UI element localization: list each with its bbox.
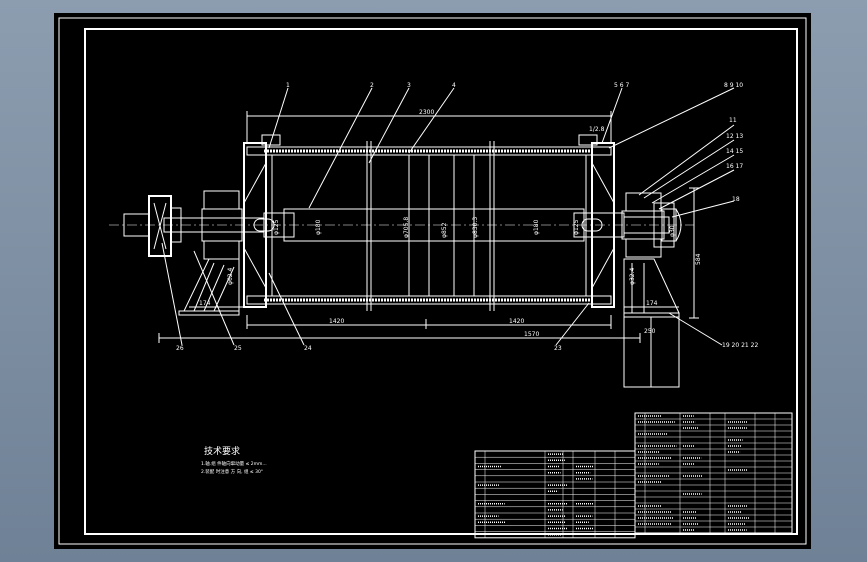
dim-end-right: φ30 <box>669 225 676 237</box>
part-number: 25 <box>234 345 242 352</box>
drum-shell <box>247 141 611 311</box>
dim-drum-1: φ705.8 <box>403 217 410 238</box>
dim-base: 250 <box>644 328 656 335</box>
left-coupling <box>124 196 181 256</box>
dim-hub-left: φ62.4 <box>227 268 234 286</box>
part-number: 24 <box>304 345 312 352</box>
dim-bore-left: φ125 <box>273 219 280 235</box>
technical-notes: 技术要求 1.轴.组 件轴向窜动量 ≤ 2mm... 2.装配 时注意 方 向,… <box>201 445 267 475</box>
part-number: 12 13 <box>726 133 743 140</box>
notes-line-2: 2.装配 时注意 方 向, 组 ≤ 30° <box>201 468 263 475</box>
bom-table-upper <box>635 413 792 533</box>
notes-line-1: 1.轴.组 件轴向窜动量 ≤ 2mm... <box>201 460 267 467</box>
inner-frame <box>85 29 797 534</box>
right-bearing <box>622 193 679 387</box>
assembly-drawing: 1 2 3 4 5 6 7 8 9 10 11 12 13 14 15 16 1… <box>54 13 811 549</box>
drawing-sheet: 1 2 3 4 5 6 7 8 9 10 11 12 13 14 15 16 1… <box>54 13 811 549</box>
dim-shaft-left: φ180 <box>315 219 322 235</box>
dim-drum-3: φ830.3 <box>472 217 479 238</box>
dim-top-right: 1/2.8 <box>589 126 605 133</box>
dim-drum-2: φ852 <box>441 222 448 238</box>
dim-bearing-span: 1570 <box>524 331 539 338</box>
part-number: 8 9 10 <box>724 82 743 89</box>
left-bearing <box>179 191 242 315</box>
part-number: 4 <box>452 82 456 89</box>
dim-right-support: 174 <box>646 300 658 307</box>
dim-overall: 2300 <box>419 109 434 116</box>
part-number: 2 <box>370 82 374 89</box>
part-number: 23 <box>554 345 562 352</box>
bom-table-lower <box>475 451 635 538</box>
part-number: 11 <box>729 117 737 124</box>
part-number: 5 6 7 <box>614 82 629 89</box>
dim-right-span: 1420 <box>509 318 524 325</box>
part-number: 14 15 <box>726 148 743 155</box>
part-number: 19 20 21 22 <box>722 342 758 349</box>
part-numbers: 1 2 3 4 5 6 7 8 9 10 11 12 13 14 15 16 1… <box>176 82 758 352</box>
dim-hub-right: φ32.4 <box>629 268 636 286</box>
part-number: 26 <box>176 345 184 352</box>
dim-shaft-right: φ180 <box>533 219 540 235</box>
dim-left-support: 174 <box>199 300 211 307</box>
part-number: 16 17 <box>726 163 743 170</box>
dim-height: 584 <box>695 253 702 265</box>
part-number: 18 <box>732 196 740 203</box>
dim-bore-right: φ125 <box>573 219 580 235</box>
dim-left-span: 1420 <box>329 318 344 325</box>
part-number: 1 <box>286 82 290 89</box>
part-number: 3 <box>407 82 411 89</box>
notes-title: 技术要求 <box>204 445 240 457</box>
